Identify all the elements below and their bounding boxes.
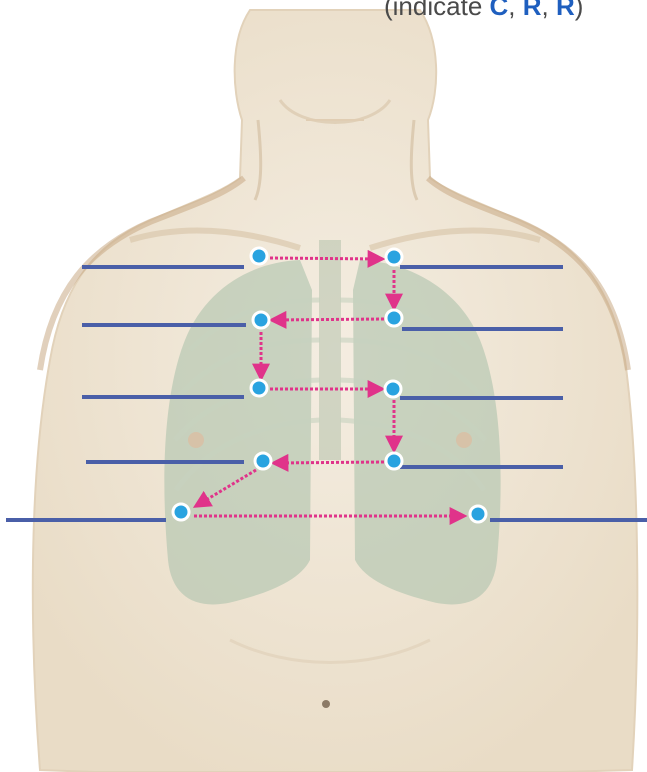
point-8[interactable] bbox=[255, 453, 271, 469]
navel bbox=[322, 700, 330, 708]
caption-sep-2: , bbox=[542, 0, 556, 21]
caption-key-c: C bbox=[490, 0, 509, 21]
caption-open: (indicate bbox=[384, 0, 490, 21]
point-3[interactable] bbox=[386, 310, 402, 326]
torso-illustration bbox=[33, 10, 638, 772]
caption-key-r2: R bbox=[556, 0, 575, 21]
arrow-3-4 bbox=[272, 319, 384, 320]
left-nipple bbox=[456, 432, 472, 448]
point-1[interactable] bbox=[251, 248, 267, 264]
caption-key-r1: R bbox=[523, 0, 542, 21]
caption-sep-1: , bbox=[508, 0, 522, 21]
caption-close: ) bbox=[575, 0, 584, 21]
point-10[interactable] bbox=[470, 506, 486, 522]
instruction-caption: (indicate C, R, R) bbox=[384, 0, 647, 32]
arrow-1-2 bbox=[270, 258, 382, 259]
point-5[interactable] bbox=[251, 380, 267, 396]
point-7[interactable] bbox=[386, 453, 402, 469]
point-2[interactable] bbox=[386, 249, 402, 265]
point-6[interactable] bbox=[385, 381, 401, 397]
point-9[interactable] bbox=[173, 504, 189, 520]
point-4[interactable] bbox=[253, 312, 269, 328]
right-nipple bbox=[188, 432, 204, 448]
